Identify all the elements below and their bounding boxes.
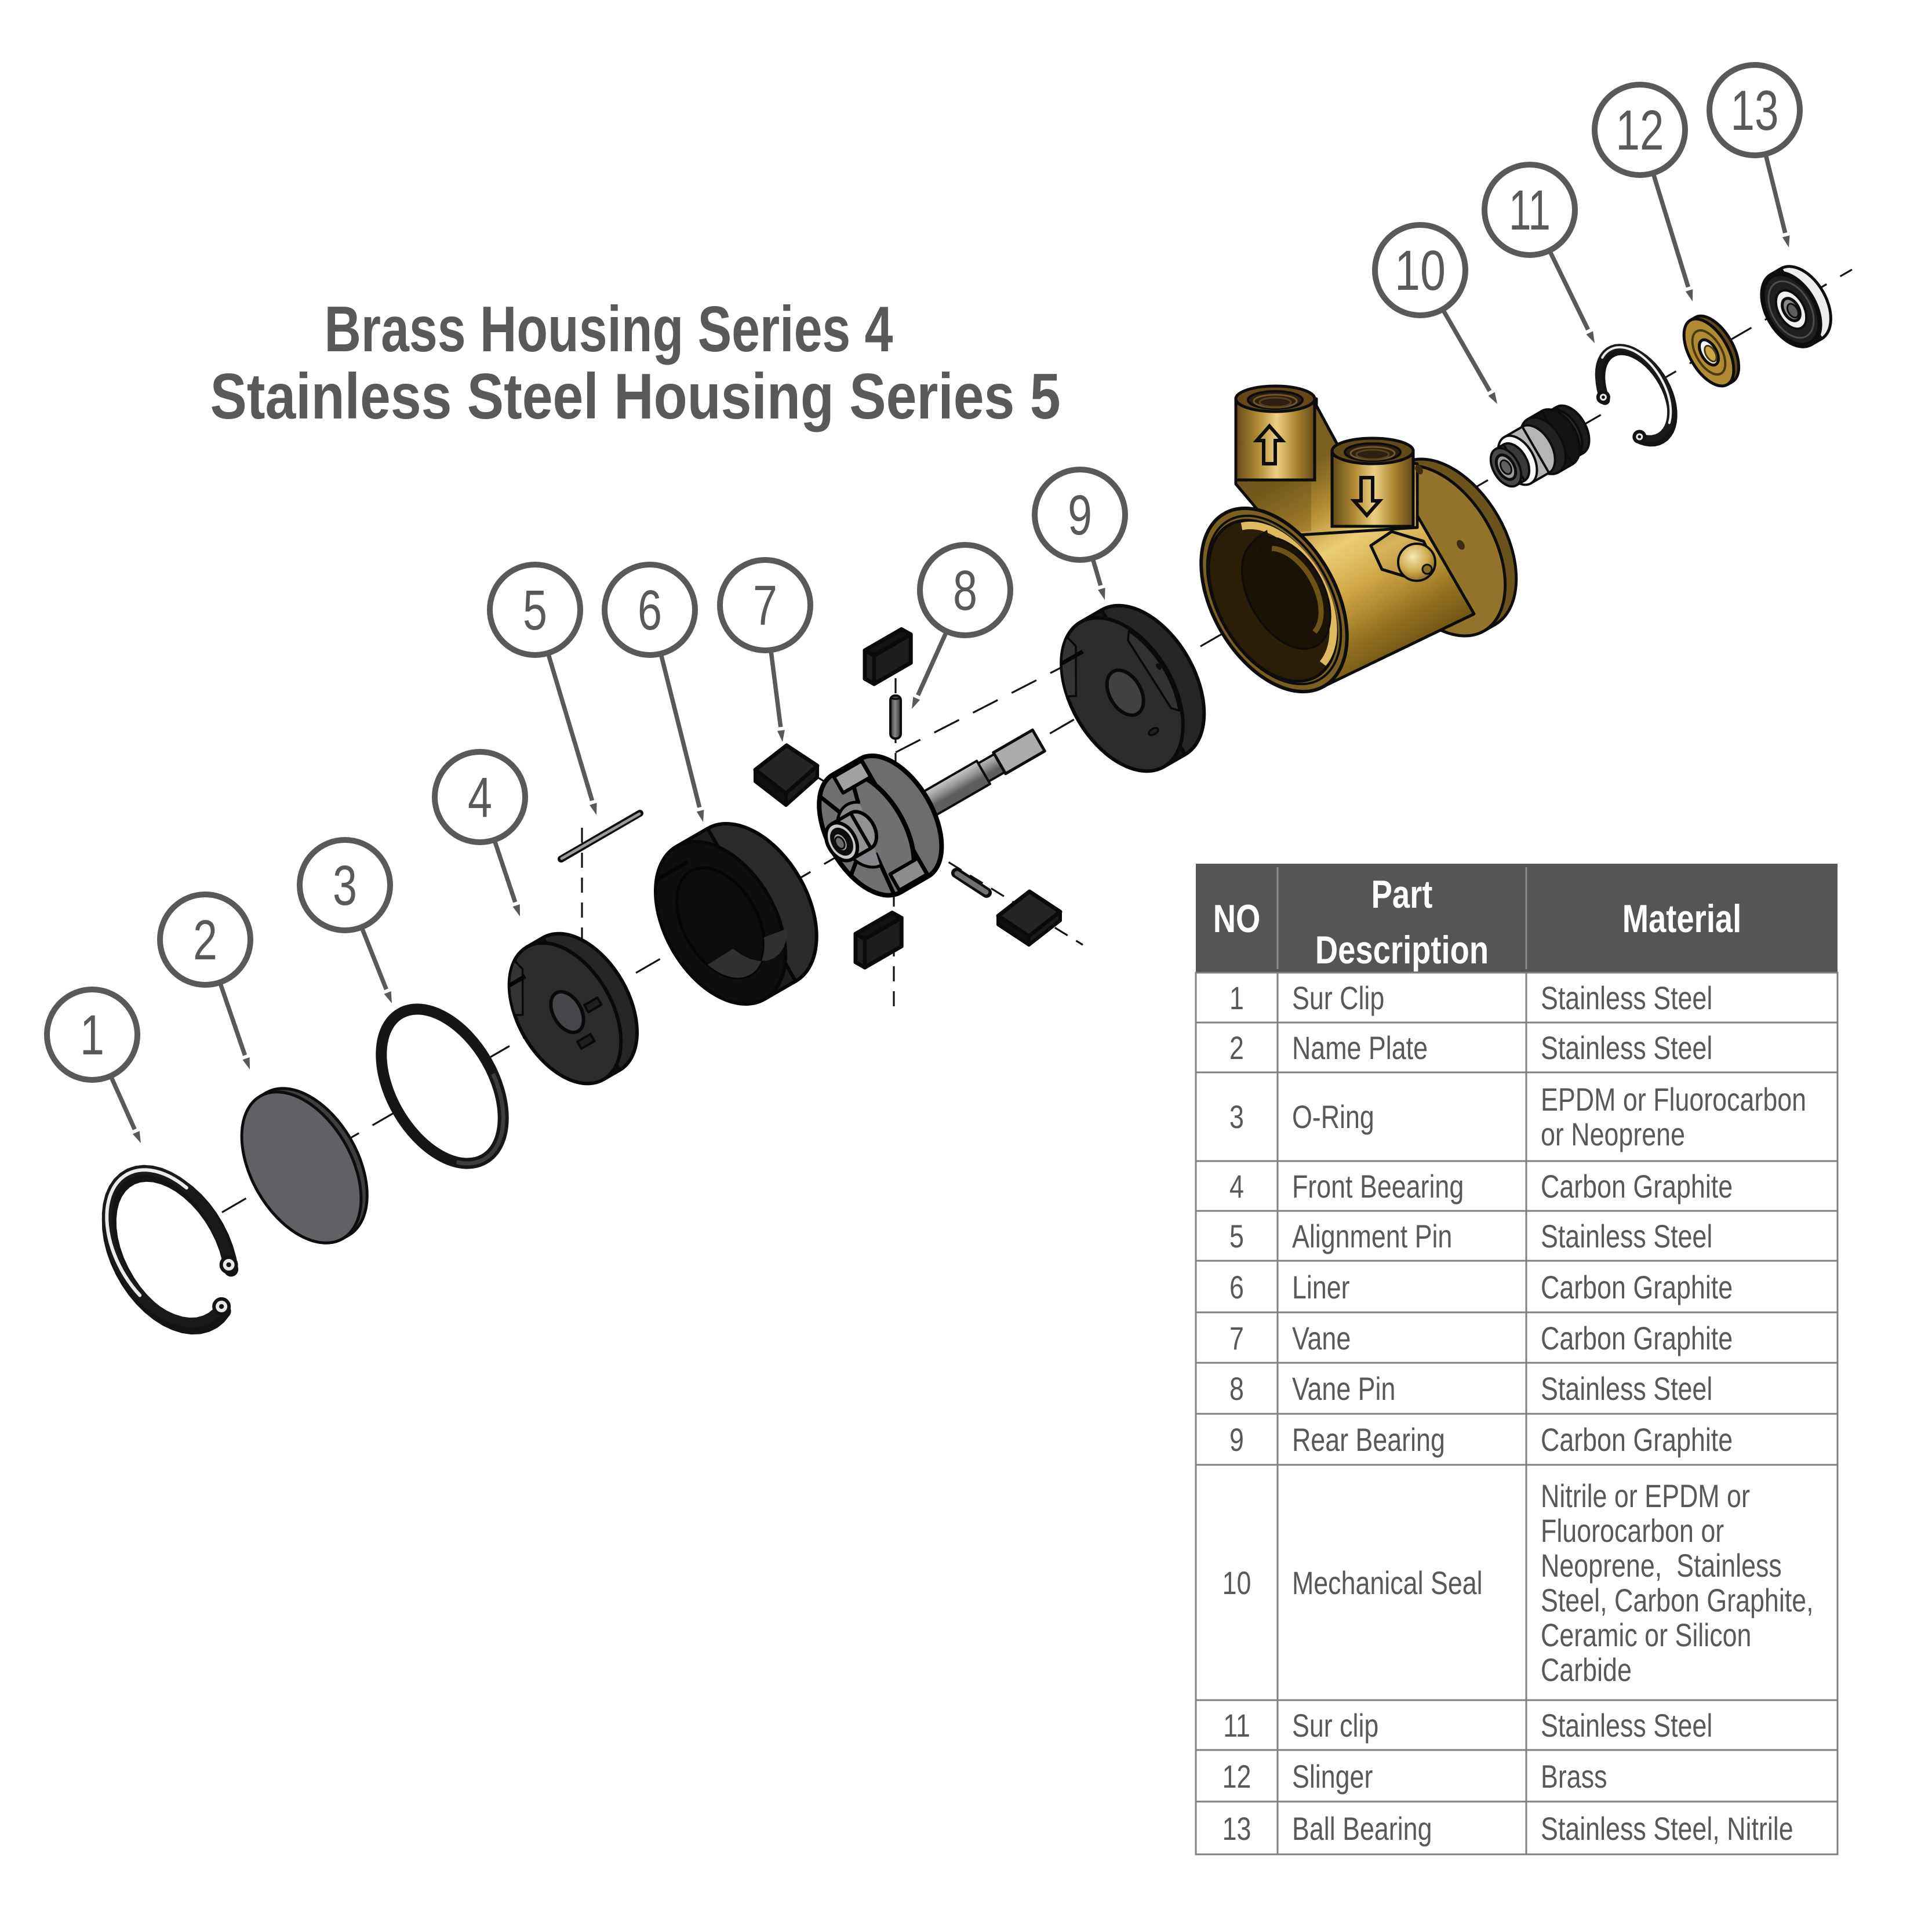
svg-text:10: 10 xyxy=(1395,239,1446,302)
svg-text:NO: NO xyxy=(1213,897,1261,941)
svg-text:or Neoprene: or Neoprene xyxy=(1541,1116,1685,1152)
svg-text:3: 3 xyxy=(1229,1098,1244,1135)
svg-text:9: 9 xyxy=(1229,1421,1244,1458)
svg-text:7: 7 xyxy=(753,574,777,637)
svg-text:Carbon Graphite: Carbon Graphite xyxy=(1541,1269,1733,1305)
svg-text:Brass: Brass xyxy=(1541,1758,1607,1795)
svg-text:4: 4 xyxy=(468,766,492,829)
svg-text:Stainless Steel: Stainless Steel xyxy=(1541,1218,1712,1254)
svg-text:Stainless Steel: Stainless Steel xyxy=(1541,980,1712,1016)
svg-text:10: 10 xyxy=(1222,1564,1251,1601)
svg-text:7: 7 xyxy=(1229,1320,1244,1356)
svg-text:13: 13 xyxy=(1222,1810,1251,1847)
svg-text:11: 11 xyxy=(1223,1707,1250,1744)
svg-text:9: 9 xyxy=(1068,483,1092,547)
svg-text:Front Beearing: Front Beearing xyxy=(1292,1168,1464,1205)
svg-text:Ball Bearing: Ball Bearing xyxy=(1292,1810,1432,1847)
svg-text:3: 3 xyxy=(333,854,357,917)
svg-text:1: 1 xyxy=(1229,980,1244,1016)
svg-text:Stainless Steel: Stainless Steel xyxy=(1541,1707,1712,1744)
svg-text:Fluorocarbon or: Fluorocarbon or xyxy=(1541,1512,1724,1549)
svg-text:Material: Material xyxy=(1622,897,1742,941)
svg-text:1: 1 xyxy=(80,1003,104,1067)
svg-text:Name Plate: Name Plate xyxy=(1292,1029,1428,1066)
svg-text:Mechanical Seal: Mechanical Seal xyxy=(1292,1564,1483,1601)
svg-text:8: 8 xyxy=(953,559,977,622)
svg-text:12: 12 xyxy=(1616,99,1664,162)
svg-text:5: 5 xyxy=(523,578,547,642)
svg-text:2: 2 xyxy=(193,908,217,972)
svg-text:Sur Clip: Sur Clip xyxy=(1292,980,1384,1016)
svg-text:O-Ring: O-Ring xyxy=(1292,1098,1374,1135)
svg-text:Ceramic or Silicon: Ceramic or Silicon xyxy=(1541,1617,1751,1653)
svg-text:Alignment Pin: Alignment Pin xyxy=(1292,1218,1452,1254)
svg-text:Part: Part xyxy=(1371,872,1433,916)
svg-text:Carbon Graphite: Carbon Graphite xyxy=(1541,1320,1733,1356)
svg-text:Stainless Steel, Nitrile: Stainless Steel, Nitrile xyxy=(1541,1810,1793,1847)
svg-text:4: 4 xyxy=(1229,1168,1244,1205)
svg-text:12: 12 xyxy=(1222,1758,1251,1795)
svg-text:Sur clip: Sur clip xyxy=(1292,1707,1378,1744)
svg-text:11: 11 xyxy=(1509,179,1551,242)
svg-text:Steel, Carbon Graphite,: Steel, Carbon Graphite, xyxy=(1541,1582,1814,1618)
svg-text:13: 13 xyxy=(1731,79,1779,142)
svg-text:Stainless Steel: Stainless Steel xyxy=(1541,1370,1712,1407)
svg-text:Stainless Steel Housing Series: Stainless Steel Housing Series 5 xyxy=(210,361,1061,432)
svg-text:Nitrile or EPDM or: Nitrile or EPDM or xyxy=(1541,1478,1750,1514)
svg-text:Description: Description xyxy=(1315,928,1489,972)
svg-text:EPDM or Fluorocarbon: EPDM or Fluorocarbon xyxy=(1541,1081,1806,1118)
svg-text:Stainless Steel: Stainless Steel xyxy=(1541,1029,1712,1066)
svg-text:Brass Housing Series 4: Brass Housing Series 4 xyxy=(325,293,893,365)
svg-text:5: 5 xyxy=(1229,1218,1244,1254)
svg-text:Carbide: Carbide xyxy=(1541,1651,1632,1688)
svg-text:Rear Bearing: Rear Bearing xyxy=(1292,1421,1445,1458)
svg-text:8: 8 xyxy=(1229,1370,1244,1407)
svg-text:6: 6 xyxy=(1229,1269,1244,1305)
svg-text:Carbon Graphite: Carbon Graphite xyxy=(1541,1168,1733,1205)
svg-text:Slinger: Slinger xyxy=(1292,1758,1373,1795)
svg-text:2: 2 xyxy=(1229,1029,1244,1066)
svg-text:6: 6 xyxy=(638,578,662,642)
svg-text:Vane: Vane xyxy=(1292,1320,1351,1356)
svg-text:Liner: Liner xyxy=(1292,1269,1350,1305)
svg-text:Neoprene, Stainless: Neoprene, Stainless xyxy=(1541,1547,1782,1584)
svg-text:Carbon Graphite: Carbon Graphite xyxy=(1541,1421,1733,1458)
svg-text:Vane Pin: Vane Pin xyxy=(1292,1370,1395,1407)
